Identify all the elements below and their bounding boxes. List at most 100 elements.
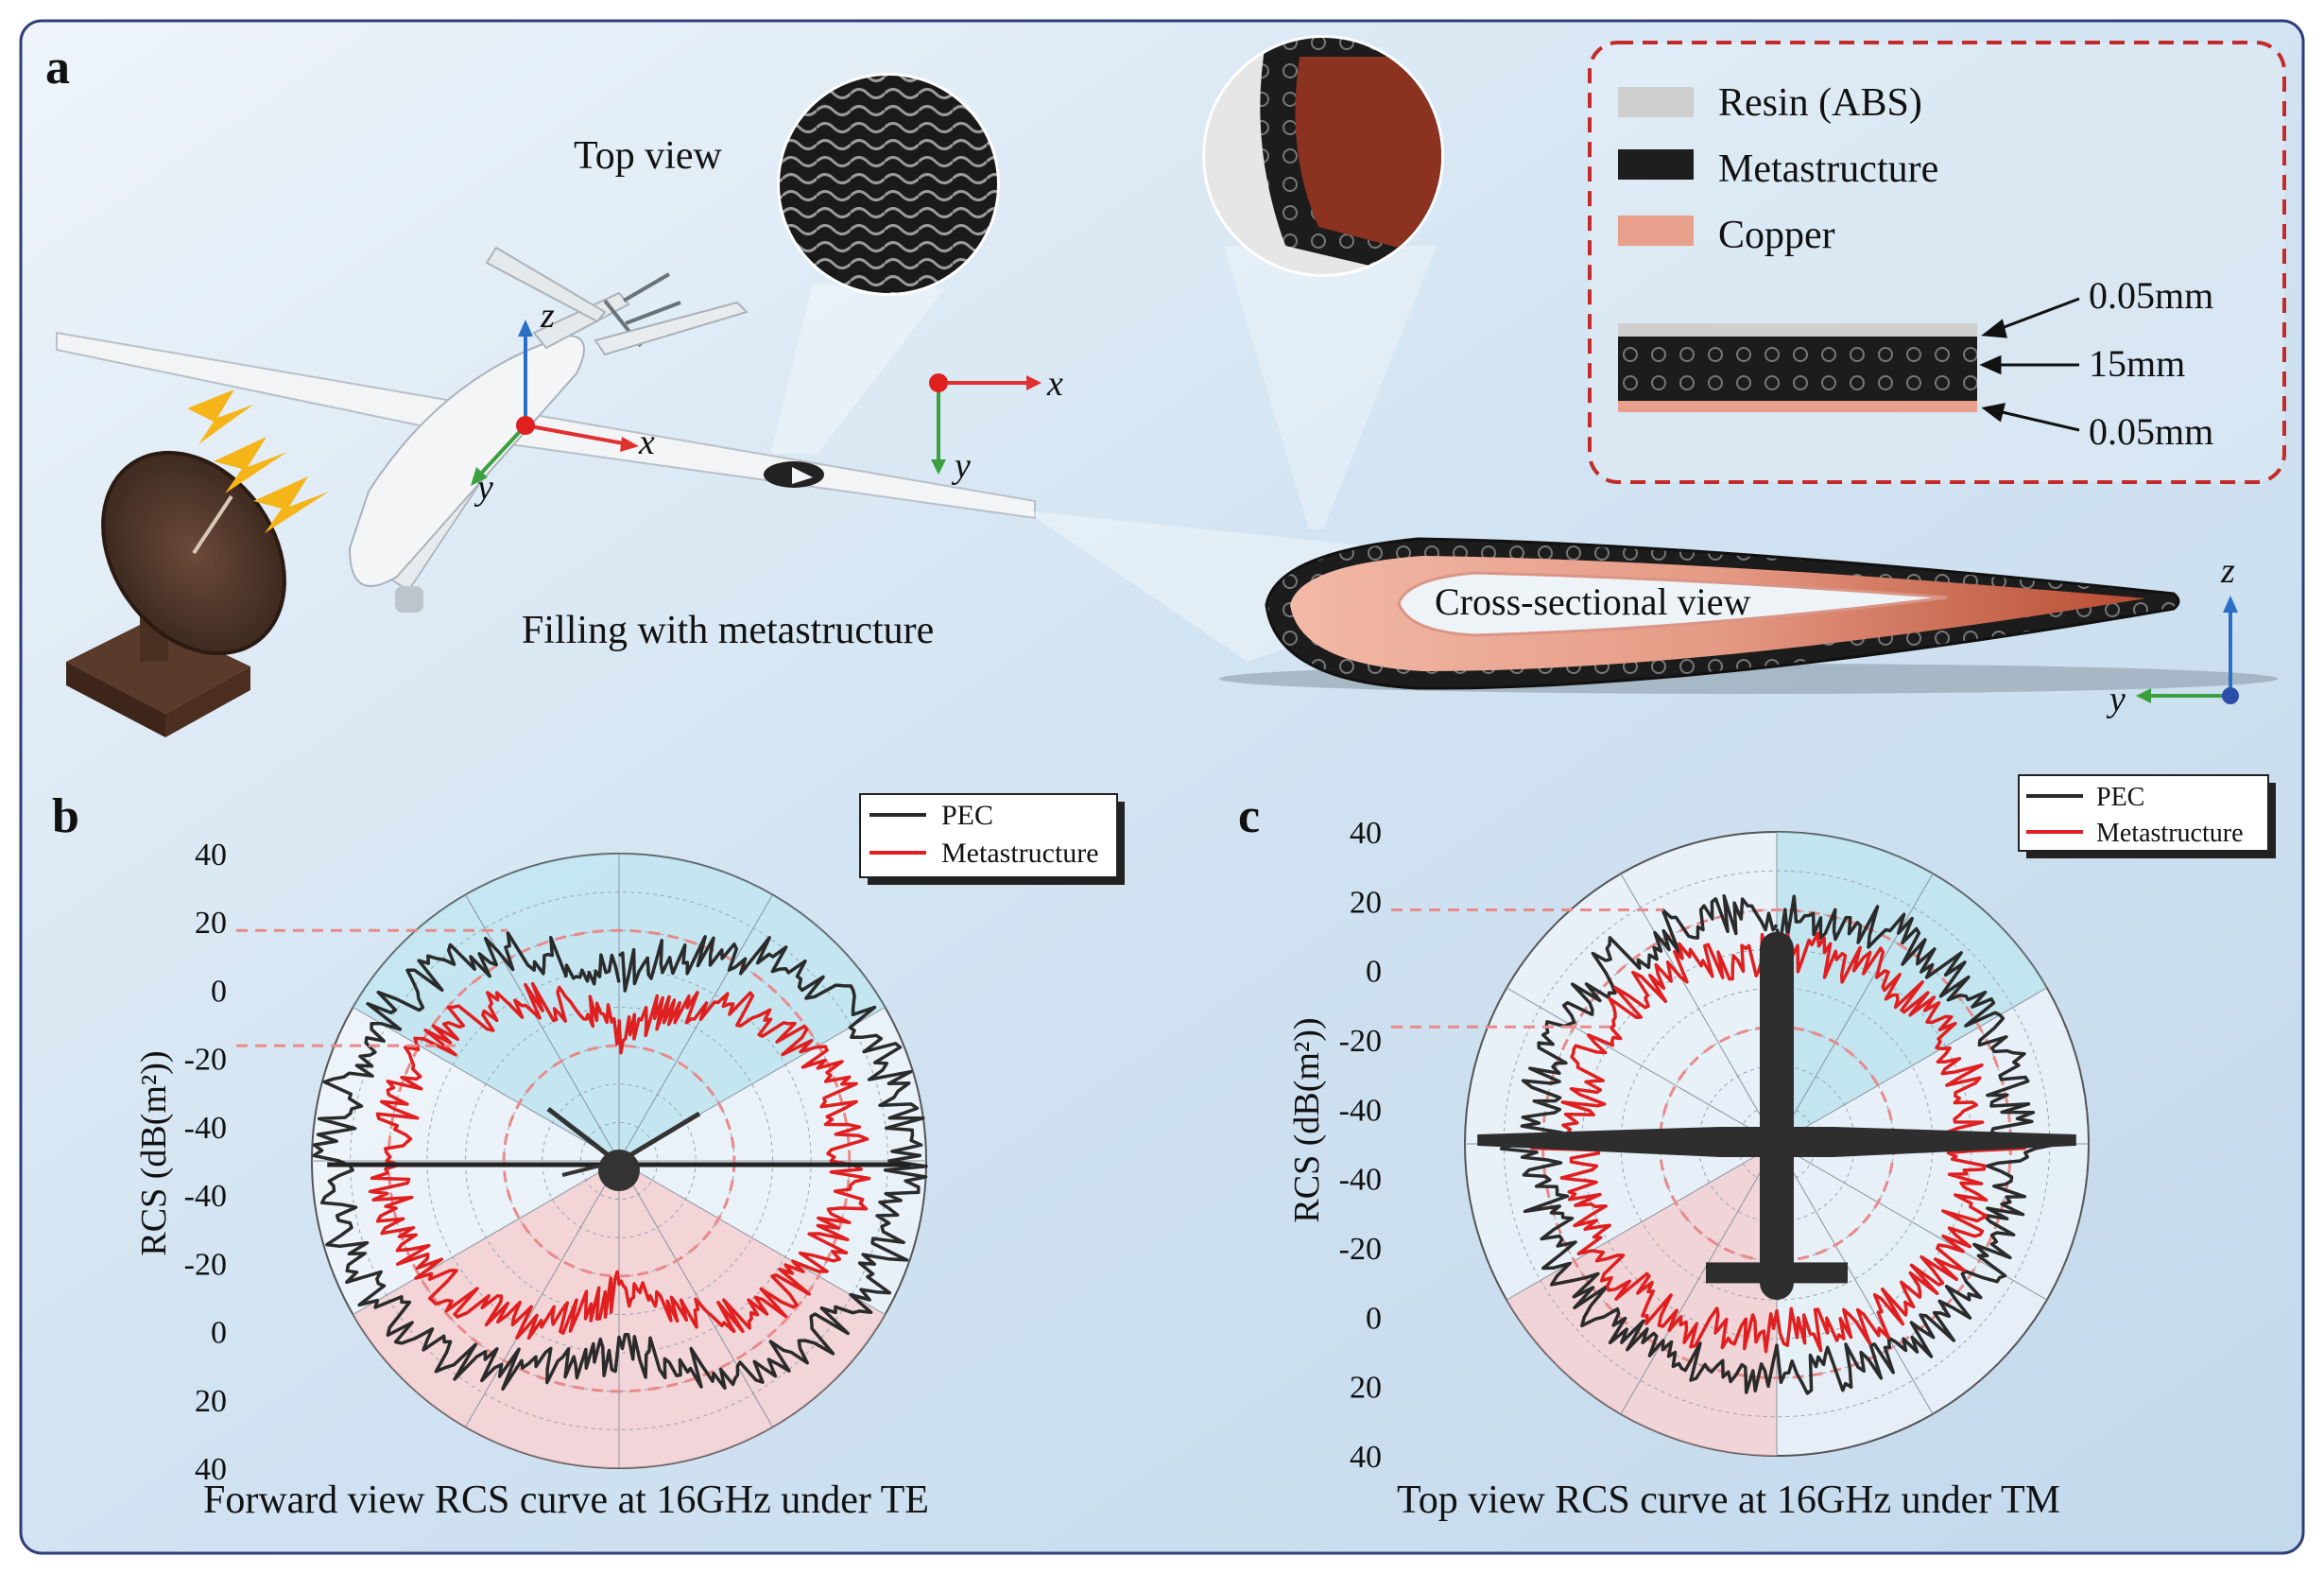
meta-label: Metastructure [1718, 147, 1938, 191]
aircraft-silhouette [327, 1107, 911, 1191]
grid-spoke [1620, 1143, 1778, 1415]
radial-tick-label: 20 [1350, 885, 1382, 920]
top-view-axes: x y [929, 364, 1063, 486]
grid-spoke [618, 1160, 886, 1315]
cross-axis-y: y [2106, 680, 2126, 719]
tailplane [1706, 1262, 1848, 1284]
series-metastructure [1530, 931, 2026, 1354]
radial-tick-label: -40 [184, 1179, 227, 1214]
series-metastructure [368, 981, 871, 1340]
grid-spoke [1776, 987, 2048, 1145]
radial-tick-labels-c: 40 20 0 -20 -40 -40 -20 0 20 40 [1339, 816, 1663, 1475]
signal-bolt-icon [187, 389, 329, 533]
copper-swatch [1618, 216, 1694, 246]
grid-spoke [618, 894, 773, 1162]
fuselage-plan [1760, 931, 1794, 1300]
dim-bottom: 0.05mm [2089, 410, 2213, 453]
radial-tick-label: 0 [1366, 1301, 1382, 1336]
radar-dish-icon [66, 450, 286, 737]
dimension-arrows [1979, 297, 2080, 432]
grid-spoke [353, 1007, 620, 1162]
radial-tick-label: -20 [1339, 1232, 1382, 1267]
drone-axis-z: z [540, 296, 555, 336]
grid-spoke [1776, 1143, 1934, 1415]
grid-spoke [618, 1160, 773, 1427]
fuselage-front [598, 1150, 640, 1191]
panel-b-ylabel: RCS (dB(m²)) [134, 1050, 174, 1255]
radial-tick-label: -40 [184, 1111, 227, 1146]
radial-tick-label: 20 [1350, 1371, 1382, 1406]
panel-a-letter: a [45, 41, 70, 95]
panel-c-ylabel: RCS (dB(m²)) [1287, 1017, 1327, 1222]
copper-label: Copper [1718, 214, 1835, 257]
airfoil-cross-section: Cross-sectional view [1219, 537, 2278, 694]
sector-top [1777, 832, 2047, 1144]
panel-b: b RCS (dB(m²)) 40 20 0 -20 -40 -40 -20 0 20 40 PE… [52, 789, 1125, 1522]
radial-tick-label: 40 [195, 1452, 227, 1487]
drone-axis-y: y [473, 468, 493, 508]
panel-a: a [45, 35, 2286, 737]
sector-bottom [1506, 1144, 1777, 1456]
layer-stack [1618, 323, 1977, 412]
radial-tick-label: 0 [211, 974, 227, 1009]
radial-tick-label: -20 [184, 1043, 227, 1078]
radial-tick-label: -40 [1339, 1093, 1382, 1128]
meta-swatch [1618, 149, 1694, 180]
resin-label: Resin (ABS) [1718, 81, 1922, 125]
tail-right [627, 1111, 701, 1159]
resin-swatch [1618, 87, 1694, 117]
radial-tick-label: 0 [1366, 955, 1382, 990]
grid-spoke [465, 894, 620, 1162]
legend-b-meta: Metastructure [941, 838, 1099, 869]
legend-c-pec: PEC [2096, 783, 2144, 812]
cross-section-zoom-circle [1205, 38, 1441, 274]
grid-spoke [465, 1160, 620, 1427]
grid-spoke [1506, 1143, 1778, 1301]
top-view-texture [780, 76, 997, 293]
radial-tick-label: 40 [1350, 816, 1382, 851]
material-legend: Resin (ABS) Metastructure Copper 0.05mm … [1588, 41, 2286, 484]
radial-tick-label: 20 [195, 906, 227, 941]
cross-section-zoom-cone [1224, 246, 1437, 529]
legend-c-meta: Metastructure [2096, 819, 2244, 848]
polar-chart-c [1464, 831, 2090, 1457]
dim-top: 0.05mm [2089, 274, 2213, 317]
top-view-zoom-cone [770, 284, 945, 454]
aircraft-silhouette [1477, 931, 2076, 1300]
grid-spoke [353, 1160, 620, 1315]
panel-b-letter: b [52, 789, 79, 843]
series-pec [312, 931, 928, 1392]
radial-tick-labels-b: 40 20 0 -20 -40 -40 -20 0 20 40 [184, 838, 508, 1487]
panel-c-letter: c [1238, 789, 1260, 843]
radial-tick-label: 40 [195, 838, 227, 873]
cross-section-axes: z y [2106, 551, 2239, 719]
drone-axes: z x y [471, 296, 655, 508]
radial-tick-label: -20 [184, 1247, 227, 1282]
radial-tick-label: 0 [211, 1316, 227, 1351]
radial-tick-label: 40 [1350, 1440, 1382, 1475]
series-pec [1499, 893, 2071, 1395]
polar-chart-b [311, 853, 928, 1469]
tail-left [546, 1107, 611, 1158]
legend-c: PEC Metastructure [2018, 774, 2276, 858]
radial-tick-label: -20 [1339, 1024, 1382, 1059]
grid-spoke [1776, 873, 1934, 1145]
strut [561, 1159, 620, 1177]
panel-b-caption: Forward view RCS curve at 16GHz under TE [203, 1479, 929, 1522]
radial-tick-label: 20 [195, 1384, 227, 1419]
top-view-label: Top view [574, 134, 723, 178]
panel-c: c RCS (dB(m²)) 40 20 0 -20 -40 -40 -20 0 20 40 PE… [1238, 774, 2276, 1522]
top-view-axis-x: x [1046, 364, 1063, 404]
cross-axis-z: z [2220, 551, 2235, 591]
radial-tick-label: -40 [1339, 1163, 1382, 1198]
drone-axis-x: x [638, 423, 655, 462]
legend-b-pec: PEC [941, 800, 993, 831]
top-view-axis-y: y [951, 446, 971, 486]
cross-section-label: Cross-sectional view [1435, 580, 1750, 623]
grid-spoke [1620, 873, 1778, 1145]
dim-mid: 15mm [2089, 342, 2185, 385]
filling-label: Filling with metastructure [522, 609, 934, 652]
legend-b: PEC Metastructure [859, 793, 1125, 885]
grid-spoke [1506, 987, 1778, 1145]
